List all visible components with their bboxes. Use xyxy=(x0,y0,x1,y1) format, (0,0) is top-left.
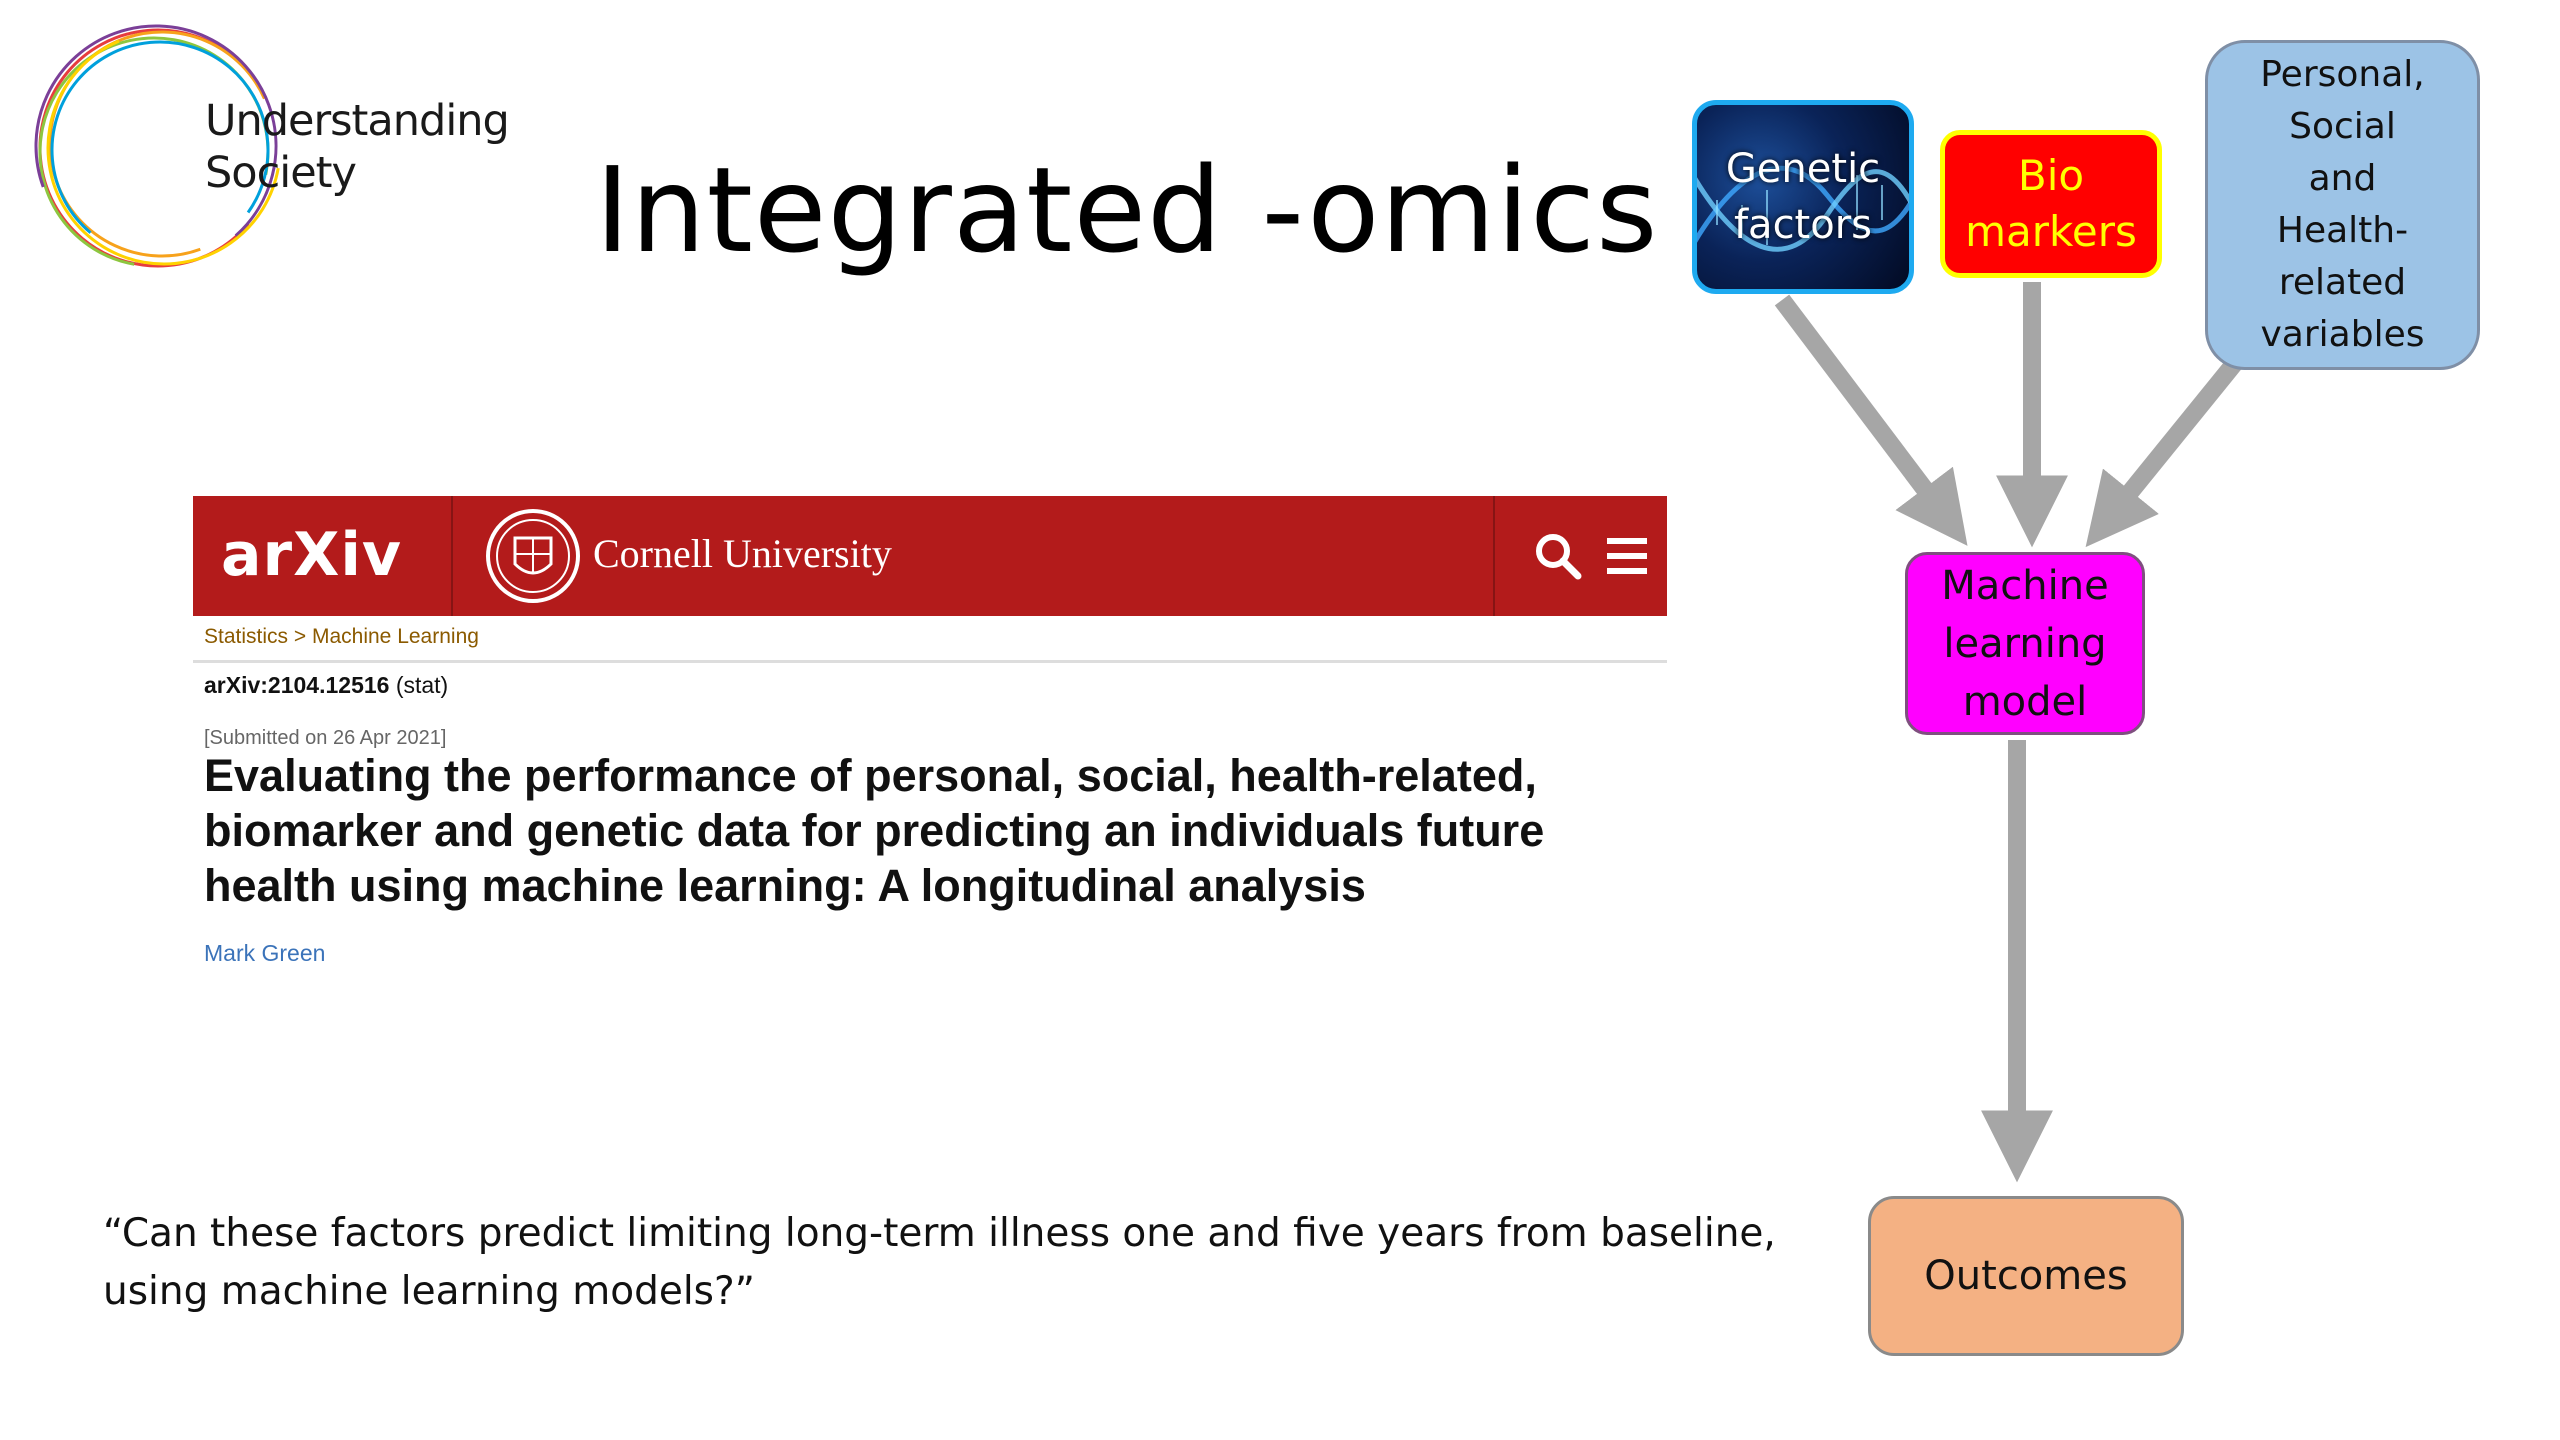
arrow-psh-to-ml xyxy=(2085,358,2241,548)
arxiv-id: arXiv:2104.12516 xyxy=(204,672,390,698)
header-divider xyxy=(451,496,453,616)
breadcrumb-machine-learning[interactable]: Machine Learning xyxy=(311,625,479,648)
psh-line-5: related xyxy=(2278,262,2407,303)
divider xyxy=(193,660,1667,663)
understanding-society-logo-rings xyxy=(34,24,280,268)
cornell-university-link[interactable]: Cornell University xyxy=(593,531,892,576)
machine-learning-model-box: Machine learning model xyxy=(1905,552,2145,735)
menu-icon[interactable] xyxy=(1603,528,1651,584)
slide-title: Integrated -omics xyxy=(595,141,1659,279)
breadcrumb-separator: > xyxy=(293,625,307,648)
author-link[interactable]: Mark Green xyxy=(204,940,326,966)
breadcrumb: Statistics > Machine Learning xyxy=(204,625,479,649)
personal-social-health-box: Personal, Social and Health- related var… xyxy=(2205,40,2480,370)
research-question: “Can these factors predict limiting long… xyxy=(103,1211,1776,1314)
logo-line-1: Understanding xyxy=(205,96,510,146)
ml-line-2: learning xyxy=(1943,620,2107,667)
arxiv-category: (stat) xyxy=(395,672,449,698)
psh-line-3: and xyxy=(2308,158,2377,199)
ml-line-3: model xyxy=(1962,678,2088,725)
genetic-factors-label: Genetic factors xyxy=(1726,141,1880,253)
cornell-seal-icon[interactable] xyxy=(483,506,583,606)
search-icon[interactable] xyxy=(1528,526,1588,586)
dna-helix-icon xyxy=(1697,165,1909,252)
logo-wordmark: Understanding Society xyxy=(205,95,510,199)
genetic-line-1: Genetic xyxy=(1725,146,1881,192)
psh-line-6: variables xyxy=(2260,314,2425,355)
arxiv-header: arXiv Cornell University xyxy=(193,496,1667,616)
bio-line-2: markers xyxy=(1965,207,2137,256)
outcomes-box: Outcomes xyxy=(1868,1196,2184,1356)
bio-line-1: Bio xyxy=(2017,151,2085,200)
arrow-genetic-to-ml xyxy=(1774,294,1968,546)
genetic-factors-box: Genetic factors xyxy=(1692,100,1914,294)
paper-title: Evaluating the performance of personal, … xyxy=(204,750,1545,911)
psh-line-2: Social xyxy=(2289,106,2396,147)
logo-line-2: Society xyxy=(205,148,357,198)
psh-line-1: Personal, xyxy=(2260,54,2425,95)
arxiv-identifier: arXiv:2104.12516 (stat) xyxy=(204,672,448,699)
outcomes-label: Outcomes xyxy=(1924,1253,2128,1299)
genetic-line-2: factors xyxy=(1733,202,1872,248)
psh-line-4: Health- xyxy=(2276,210,2409,251)
biomarkers-box: Bio markers xyxy=(1940,130,2162,278)
submission-date: [Submitted on 26 Apr 2021] xyxy=(204,727,447,749)
arxiv-logo[interactable]: arXiv xyxy=(221,520,403,590)
breadcrumb-statistics[interactable]: Statistics xyxy=(204,625,289,648)
header-divider xyxy=(1493,496,1495,616)
ml-line-1: Machine xyxy=(1941,562,2109,609)
